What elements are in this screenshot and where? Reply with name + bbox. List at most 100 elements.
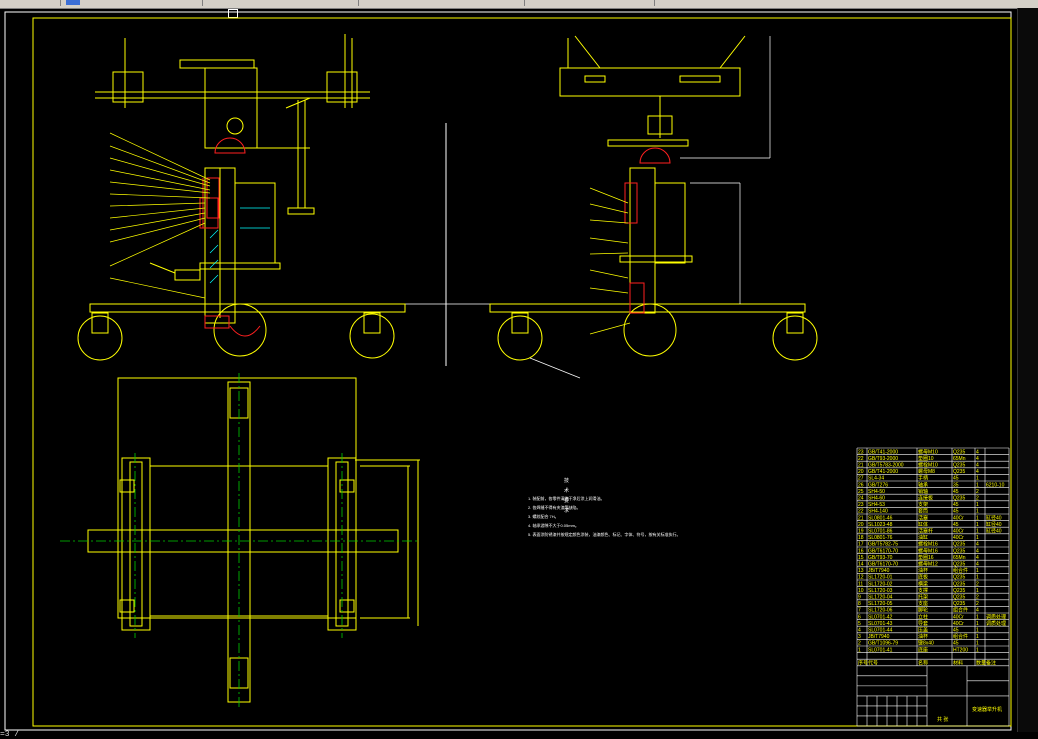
bom-cell: SH4-53 <box>868 502 885 508</box>
bom-cell: 40Cr <box>953 614 964 620</box>
bom-cell: 1 <box>976 515 979 521</box>
bom-cell: GB/T41-2000 <box>868 469 898 475</box>
bom-cell: SL0701-41 <box>868 647 893 653</box>
bom-cell: SL0801-46 <box>868 515 893 521</box>
bom-cell: 20 <box>858 522 864 528</box>
bom-cell: 40Cr <box>953 621 964 627</box>
drawing-name: 变速器举升机 <box>972 706 1002 713</box>
bom-cell: 螺栓M10 <box>918 462 938 469</box>
cad-canvas[interactable]: 23GB/T41-2000螺母M10Q235422GB/T93-2000垫圈10… <box>0 8 1018 732</box>
toolbar-tab[interactable] <box>84 0 203 6</box>
bom-cell: SL1720-01 <box>868 575 893 581</box>
bom-cell: GB/T5783-2000 <box>868 463 904 469</box>
bom-cell: 缸径40 <box>986 521 1002 528</box>
bom-cell: GB/T1096-79 <box>868 641 898 647</box>
bom-header-cell: 材料 <box>953 660 963 667</box>
bom-cell: Q235 <box>953 542 965 548</box>
bom-cell: 组合件 <box>953 633 968 640</box>
side-view-section <box>624 147 671 314</box>
bom-cell: 35 <box>953 482 959 488</box>
bom-header-cell: 代号 <box>868 660 878 667</box>
bom-cell: SL1720-05 <box>868 601 893 607</box>
bom-cell: 1 <box>976 535 979 541</box>
bom-cell: JB/T7940 <box>868 634 890 640</box>
bom-cell: 缸径40 <box>986 528 1002 535</box>
tech-requirements-title: 技术要求 <box>564 478 570 514</box>
toolbar-tab[interactable] <box>526 0 655 6</box>
bom-cell: 40Cr <box>953 535 964 541</box>
bom-cell: 11 <box>858 581 863 587</box>
bom-cell: GB/T5782-75 <box>868 542 898 548</box>
bom-cell: 垫圈10 <box>918 455 934 462</box>
bom-cell: 螺母M8 <box>918 468 935 475</box>
bom-cell: 垫圈16 <box>918 554 934 561</box>
bom-cell: 托架 <box>918 594 928 601</box>
bom-cell: 键8x40 <box>918 640 934 647</box>
bom-cell: 45 <box>953 641 959 647</box>
bom-cell: 6210-10 <box>986 482 1005 488</box>
bom-cell: 22 <box>858 456 864 462</box>
toolbar-tab[interactable] <box>0 0 61 6</box>
bom-cell: 1 <box>976 588 979 594</box>
bom-cell: 油杯 <box>918 567 928 574</box>
bom-cell: 45 <box>953 502 959 508</box>
bom-cell: 4 <box>976 449 979 455</box>
bom-cell: SH4-140 <box>868 509 888 515</box>
bom-cell: 45 <box>953 509 959 515</box>
bom-cell: 导套 <box>918 620 928 627</box>
bom-cell: 1 <box>976 634 979 640</box>
bom-cell: 1 <box>976 575 979 581</box>
bom-cell: 1 <box>976 614 979 620</box>
sheet-label: 共 张 <box>937 716 948 723</box>
bom-cell: 13 <box>858 568 864 574</box>
bom-cell: SL4-34 <box>868 476 884 482</box>
tech-requirement-line: 4. 轴承游隙不大于0.05mm。 <box>528 523 579 528</box>
bom-cell: 立柱 <box>918 613 928 620</box>
bom-cell: 2 <box>976 595 979 601</box>
bom-cell: 45 <box>953 489 959 495</box>
bom-cell: Q235 <box>953 496 965 502</box>
window-titlebar <box>0 0 1038 9</box>
bom-cell: 25 <box>858 489 864 495</box>
bom-cell: 1 <box>976 529 979 535</box>
bom-cell: 3 <box>858 634 861 640</box>
bom-cell: 1 <box>858 647 861 653</box>
bom-cell: 12 <box>858 575 864 581</box>
bom-cell: 6 <box>858 614 861 620</box>
tech-requirement-line: 3. 螺纹配合 7H。 <box>528 514 559 519</box>
bom-cell: SL0701-44 <box>868 628 893 634</box>
bom-cell: 调质处理 <box>986 620 1006 627</box>
toolbar-tab[interactable] <box>204 0 359 6</box>
bom-cell: 4 <box>976 542 979 548</box>
bom-cell: 4 <box>976 548 979 554</box>
bom-cell: 1 <box>976 509 979 515</box>
bom-cell: 活塞 <box>918 514 928 521</box>
bom-cell: 缸体 <box>918 521 928 528</box>
bom-cell: 支架 <box>918 501 928 508</box>
bom-cell: 2 <box>858 641 861 647</box>
bom-cell: Q235 <box>953 581 965 587</box>
bom-cell: SH4-50 <box>868 489 885 495</box>
toolbar-tab[interactable] <box>360 0 525 6</box>
bom-cell: 10 <box>858 588 864 594</box>
bom-cell: 40Cr <box>953 515 964 521</box>
bom-cell: 1 <box>976 522 979 528</box>
bom-cell: 15 <box>858 555 864 561</box>
bom-cell: SL1720-03 <box>868 588 893 594</box>
bom-cell: SL0701-86 <box>868 529 893 535</box>
bom-cell: 4 <box>976 562 979 568</box>
bom-cell: Q235 <box>953 463 965 469</box>
bom-cell: 1 <box>976 621 979 627</box>
bom-header-cell: 备注 <box>986 660 996 667</box>
bom-cell: 20 <box>858 469 864 475</box>
bom-cell: 2 <box>976 489 979 495</box>
side-view <box>489 35 818 361</box>
bom-cell: 支撑 <box>918 587 928 594</box>
tech-requirement-line: 2. 各焊缝不得有夹渣等缺陷。 <box>528 505 581 510</box>
bom-cell: Q235 <box>953 575 965 581</box>
command-line[interactable]: =3 / <box>0 731 1038 739</box>
vertical-scrollbar[interactable] <box>1017 8 1038 732</box>
bom-cell: 16 <box>858 548 864 554</box>
bom-cell: SL1023-48 <box>868 522 893 528</box>
